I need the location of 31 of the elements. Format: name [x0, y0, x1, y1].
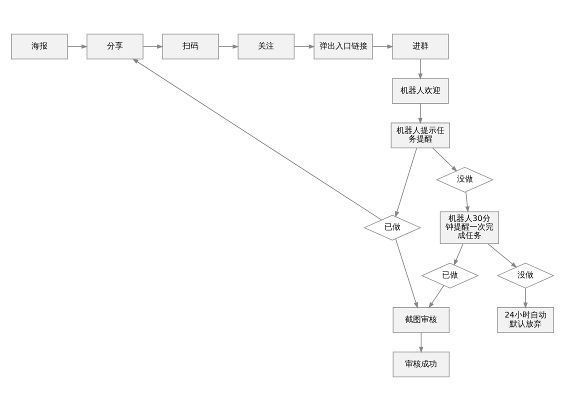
arrow — [394, 147, 418, 218]
arrow — [294, 44, 316, 48]
arrow — [432, 146, 458, 172]
node-diamond: 已做 — [363, 214, 422, 240]
arrow — [218, 44, 239, 48]
arrow — [132, 58, 382, 220]
node-box: 海报 — [11, 33, 68, 59]
node-box: 24小时自动默认放弃 — [497, 306, 554, 332]
node-box: 扫码 — [162, 33, 219, 59]
arrow — [523, 287, 528, 308]
node-box: 机器人欢迎 — [392, 78, 449, 104]
node-box: 弹出入口链接 — [314, 33, 373, 59]
arrow — [488, 243, 518, 268]
arrow — [418, 102, 423, 124]
arrow — [465, 190, 470, 212]
arrow — [67, 44, 88, 48]
node-box: 审核成功 — [392, 351, 450, 377]
node-box: 机器人30分钟提醒一次完成任务 — [440, 210, 500, 244]
node-box: 进群 — [392, 33, 449, 59]
node-box: 截图审核 — [392, 306, 450, 332]
node-box: 机器人提示任务提醒 — [390, 122, 450, 148]
arrow — [395, 238, 418, 308]
arrow — [418, 58, 423, 80]
arrow — [372, 44, 394, 48]
arrow — [418, 332, 424, 353]
node-box: 分享 — [86, 33, 144, 59]
node-diamond: 已做 — [420, 262, 479, 288]
node-box: 关注 — [238, 33, 295, 59]
arrow — [142, 44, 164, 48]
arrow — [454, 243, 464, 266]
arrow — [428, 284, 444, 308]
